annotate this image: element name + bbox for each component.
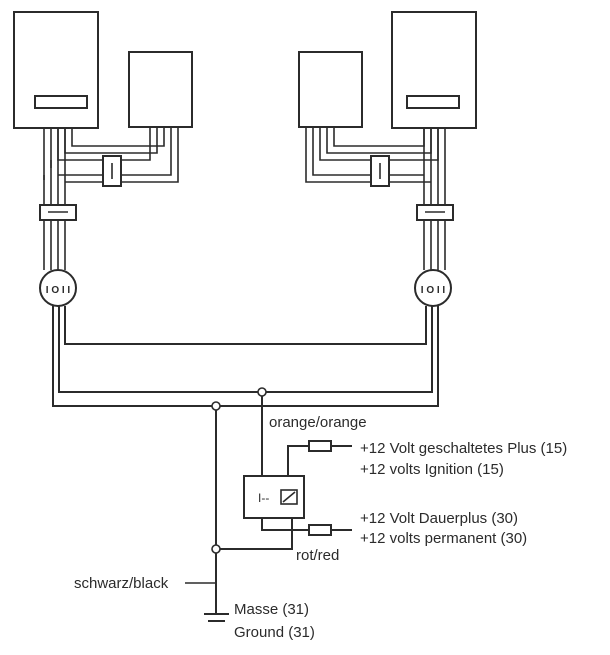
ignition-label-en: +12 volts Ignition (15) [360, 461, 504, 478]
left-main-unit-display [34, 95, 88, 109]
permanent-label-en: +12 volts permanent (30) [360, 530, 527, 547]
black-wire-label: schwarz/black [74, 575, 169, 592]
ignition-label-de: +12 Volt geschaltetes Plus (15) [360, 440, 567, 457]
junction-node-relay-top [257, 387, 267, 397]
relay-coil [280, 489, 298, 505]
permanent-label-de: +12 Volt Dauerplus (30) [360, 510, 518, 527]
orange-wire-label: orange/orange [269, 414, 367, 431]
ignition-fuse [308, 440, 332, 452]
left-switch-label: I O I I [46, 285, 71, 296]
relay-symbol: I-- [258, 491, 269, 505]
junction-node-ground-bottom [211, 544, 221, 554]
ground-label-de: Masse (31) [234, 601, 309, 618]
left-main-unit [13, 11, 99, 129]
switch-wiring [52, 306, 439, 407]
red-wire-label: rot/red [296, 547, 339, 564]
junction-node-ground-top [211, 401, 221, 411]
ground-symbol [204, 613, 229, 622]
right-switch-label: I O I I [421, 285, 446, 296]
right-aux-unit [298, 51, 363, 128]
left-cable-bundle [43, 127, 179, 270]
ground-label-en: Ground (31) [234, 624, 315, 641]
permanent-fuse [308, 524, 332, 536]
right-main-unit [391, 11, 477, 129]
relay [243, 475, 305, 519]
right-main-unit-display [406, 95, 460, 109]
right-cable-bundle [305, 127, 446, 270]
left-aux-unit [128, 51, 193, 128]
